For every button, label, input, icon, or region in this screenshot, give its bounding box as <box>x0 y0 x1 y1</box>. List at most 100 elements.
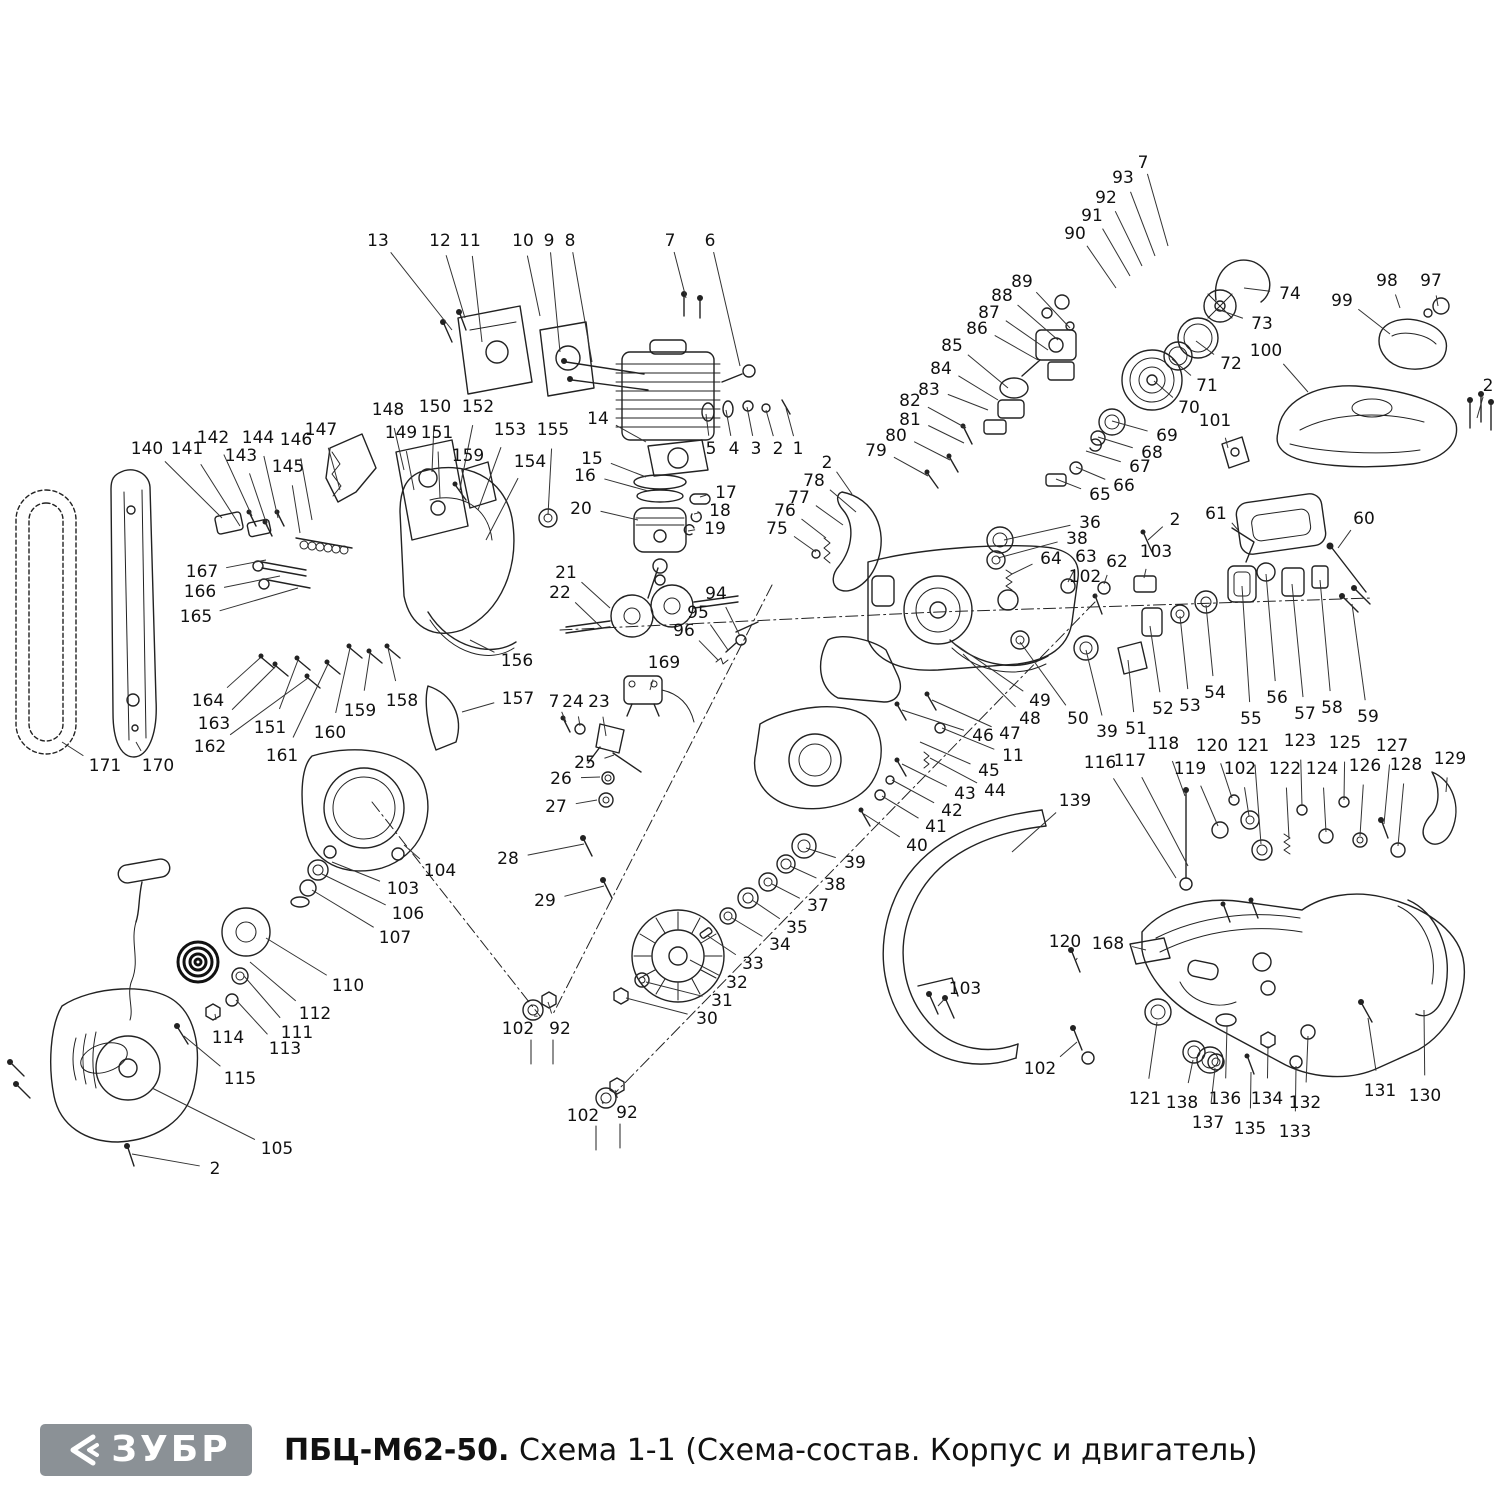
part-number-label: 129 <box>1434 749 1466 769</box>
leader-line <box>547 1001 553 1014</box>
leader-line <box>893 456 929 477</box>
leader-line <box>693 511 701 515</box>
part-number-label: 32 <box>726 973 748 993</box>
part-number-label: 84 <box>930 359 952 379</box>
leader-line <box>604 478 649 492</box>
leader-line <box>1055 478 1082 490</box>
part-number-label: 7 <box>665 231 676 251</box>
brake-linkage-parts <box>715 621 759 665</box>
leader-line <box>229 677 309 736</box>
diagram-title: ПБЦ-М62-50. Схема 1-1 (Схема-состав. Кор… <box>284 1433 1258 1468</box>
clutch-cover-drawing <box>399 466 517 751</box>
leader-line <box>485 477 519 541</box>
part-number-label: 31 <box>711 991 733 1011</box>
leader-line <box>615 424 647 443</box>
part-number-label: 102 <box>1069 567 1101 587</box>
leader-line <box>1102 228 1131 277</box>
leader-line <box>967 354 1009 389</box>
leader-line <box>1171 760 1186 797</box>
leader-line <box>913 441 951 461</box>
leader-line <box>937 998 945 1007</box>
part-number-label: 23 <box>588 692 610 712</box>
part-number-label: 122 <box>1269 759 1301 779</box>
air-box-drawing <box>1231 493 1367 593</box>
part-number-label: 82 <box>899 391 921 411</box>
leader-line <box>1225 1025 1228 1079</box>
part-number-label: 130 <box>1409 1086 1441 1106</box>
part-number-label: 30 <box>696 1009 718 1029</box>
part-number-label: 91 <box>1081 206 1103 226</box>
part-number-label: 17 <box>715 483 737 503</box>
leader-line <box>564 885 605 897</box>
part-number-label: 55 <box>1240 709 1262 729</box>
part-number-label: 74 <box>1279 284 1301 304</box>
clutch-drum-right-drawing <box>1045 259 1271 487</box>
axis-lines <box>371 584 1373 1093</box>
part-number-label: 126 <box>1349 756 1381 776</box>
leader-line <box>927 406 967 429</box>
part-number-label: 160 <box>314 723 346 743</box>
leader-line <box>547 448 553 516</box>
leader-line <box>771 883 801 899</box>
crankcase-half-drawing <box>754 691 946 827</box>
leader-line <box>1149 625 1161 693</box>
leader-line <box>625 997 688 1015</box>
part-number-label: 39 <box>844 853 866 873</box>
leader-line <box>1383 764 1391 825</box>
leader-line <box>572 252 593 363</box>
leader-line <box>707 935 737 956</box>
part-number-label: 76 <box>774 501 796 521</box>
leader-line <box>1243 287 1271 292</box>
leader-line <box>1282 363 1309 393</box>
leader-line <box>1323 787 1327 833</box>
guide-bar-drawing <box>110 469 157 758</box>
part-number-label: 102 <box>567 1106 599 1126</box>
part-number-label: 65 <box>1089 485 1111 505</box>
leader-line <box>219 587 299 612</box>
leader-line <box>600 510 639 521</box>
part-number-label: 44 <box>984 781 1006 801</box>
part-number-label: 43 <box>954 784 976 804</box>
part-number-label: 45 <box>978 761 1000 781</box>
part-number-label: 87 <box>978 303 1000 323</box>
leader-line <box>1131 946 1147 951</box>
brand-logo: ЗУБР <box>40 1424 252 1476</box>
part-number-label: 56 <box>1266 688 1288 708</box>
air-filter-cover-drawing <box>1378 297 1450 370</box>
part-number-label: 67 <box>1129 457 1151 477</box>
leader-line <box>1205 604 1214 677</box>
part-number-label: 159 <box>344 701 376 721</box>
part-number-label: 106 <box>392 904 424 924</box>
part-number-label: 21 <box>555 563 577 583</box>
part-number-label: 88 <box>991 286 1013 306</box>
leader-line <box>577 716 581 727</box>
leader-line <box>1017 304 1059 341</box>
leader-line <box>561 711 567 723</box>
part-number-label: 101 <box>1199 411 1231 431</box>
part-number-label: 37 <box>807 896 829 916</box>
leader-line <box>459 474 464 491</box>
scheme-subtitle: Схема 1-1 (Схема-состав. Корпус и двигат… <box>509 1432 1258 1468</box>
top-cover-drawing <box>1276 385 1458 468</box>
part-number-label: 114 <box>212 1028 244 1048</box>
leader-line <box>1005 320 1049 351</box>
leader-line <box>713 251 741 367</box>
leader-line <box>793 535 817 553</box>
leader-line <box>687 529 696 532</box>
leader-line <box>962 653 1016 708</box>
leader-line <box>1343 761 1346 801</box>
leader-line <box>1187 1059 1194 1084</box>
leader-line <box>705 413 710 436</box>
part-number-label: 64 <box>1040 549 1062 569</box>
part-number-label: 144 <box>242 428 274 448</box>
part-number-label: 75 <box>766 519 788 539</box>
leader-line <box>901 709 965 731</box>
leader-line <box>1397 783 1405 847</box>
leader-line <box>223 454 253 517</box>
part-number-label: 60 <box>1353 509 1375 529</box>
part-number-label: 71 <box>1196 376 1218 396</box>
leader-line <box>1305 1035 1309 1083</box>
leader-line <box>231 665 277 711</box>
leader-line <box>765 409 774 437</box>
leader-line <box>614 1089 618 1099</box>
